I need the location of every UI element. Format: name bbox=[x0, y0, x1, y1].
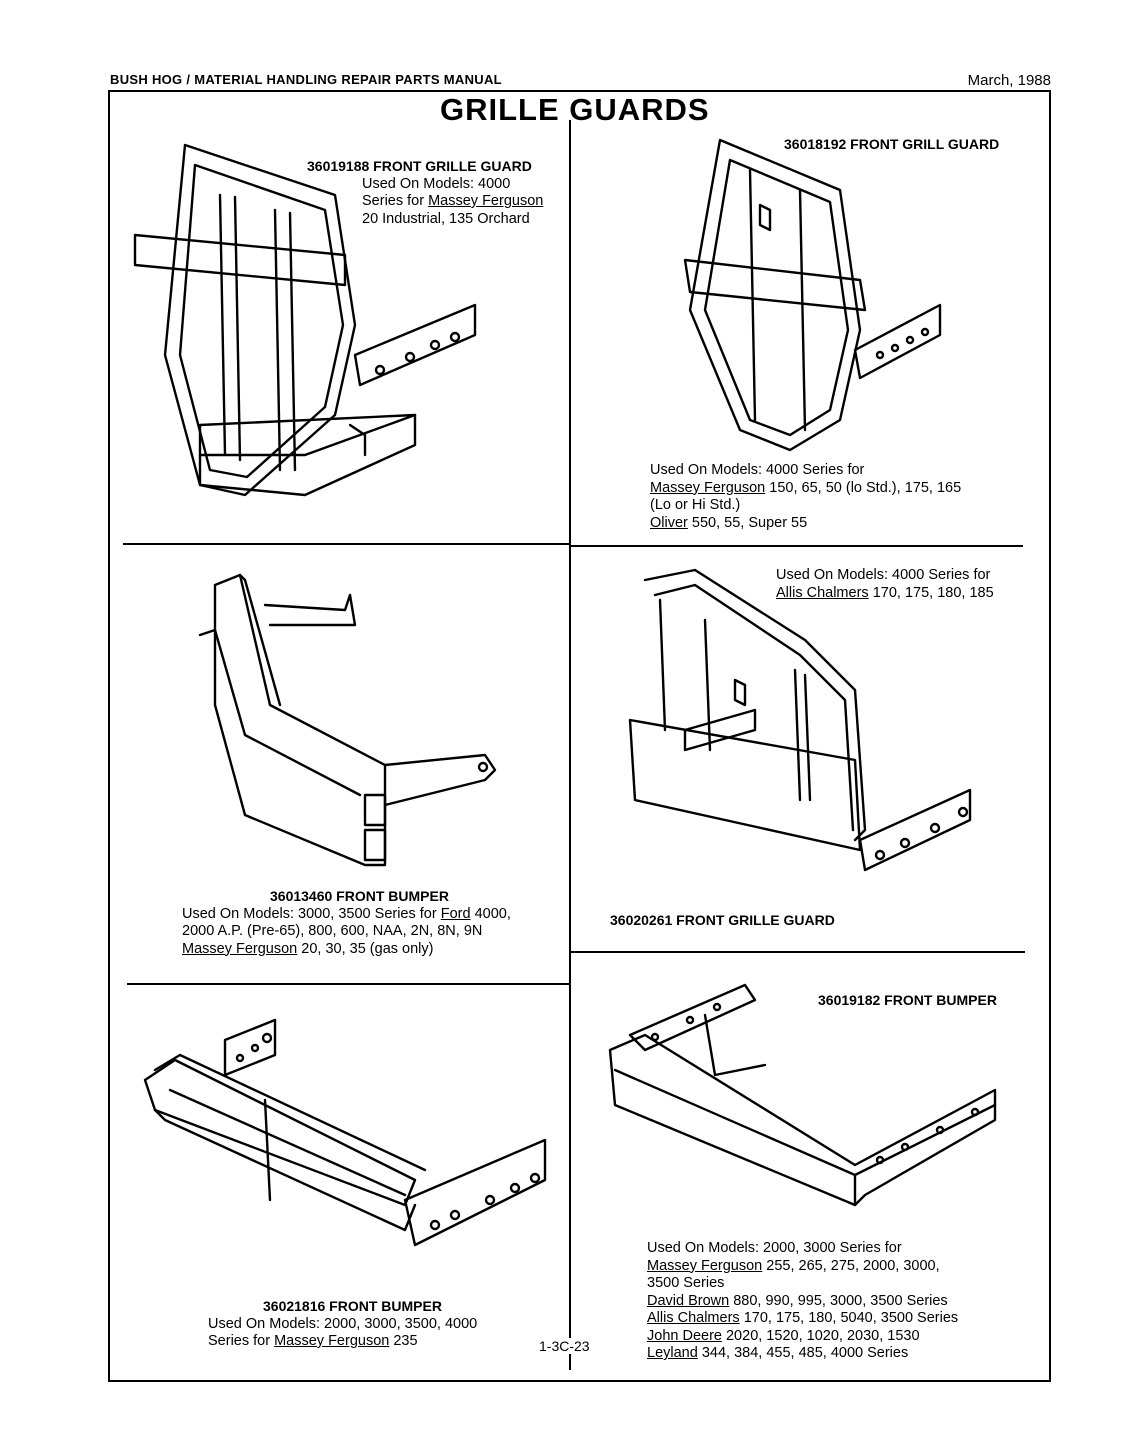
caption-36018192: 36018192 FRONT GRILL GUARD bbox=[784, 136, 999, 154]
caption-36020261-models: Used On Models: 4000 Series for Allis Ch… bbox=[776, 567, 994, 602]
caption-line: Massey Ferguson 150, 65, 50 (lo Std.), 1… bbox=[650, 479, 962, 496]
caption-line: Used On Models: 4000 Series for bbox=[776, 567, 991, 583]
drawing-36013460-front-bumper bbox=[185, 565, 515, 875]
drawing-36019188-grille-guard bbox=[125, 125, 505, 515]
caption-line: 2000 A.P. (Pre-65), 800, 600, NAA, 2N, 8… bbox=[182, 923, 483, 939]
caption-line: 3500 Series bbox=[647, 1275, 725, 1291]
caption-line: 20 Industrial, 135 Orchard bbox=[362, 210, 530, 227]
manual-date: March, 1988 bbox=[967, 72, 1051, 89]
caption-line: Used On Models: 2000, 3000, 3500, 4000 bbox=[208, 1315, 478, 1332]
caption-line: Allis Chalmers 170, 175, 180, 5040, 3500… bbox=[647, 1310, 959, 1326]
drawing-36020261-grille-guard bbox=[625, 560, 980, 900]
caption-line: Used On Models: 4000 Series for bbox=[650, 462, 865, 478]
divider-row2-left bbox=[127, 983, 569, 985]
caption-line: Massey Ferguson 255, 265, 275, 2000, 300… bbox=[647, 1257, 940, 1274]
part-number: 36019182 FRONT BUMPER bbox=[818, 992, 997, 1008]
frame-left-rule bbox=[108, 90, 110, 1382]
frame-right-rule bbox=[1049, 90, 1051, 1382]
caption-line: Oliver 550, 55, Super 55 bbox=[650, 514, 808, 531]
caption-36020261: 36020261 FRONT GRILLE GUARD bbox=[610, 912, 835, 930]
caption-36021816: 36021816 FRONT BUMPER Used On Models: 20… bbox=[208, 1298, 477, 1351]
caption-line: Allis Chalmers 170, 175, 180, 185 bbox=[776, 584, 994, 601]
page-title: GRILLE GUARDS bbox=[440, 92, 710, 127]
caption-line: Leyland 344, 384, 455, 485, 4000 Series bbox=[647, 1345, 909, 1361]
caption-36019188: 36019188 FRONT GRILLE GUARD Used On Mode… bbox=[307, 158, 543, 228]
caption-line: Used On Models: 3000, 3500 Series for Fo… bbox=[182, 905, 511, 922]
manual-title: BUSH HOG / MATERIAL HANDLING REPAIR PART… bbox=[110, 72, 502, 87]
part-number: 36020261 FRONT GRILLE GUARD bbox=[610, 912, 835, 928]
caption-36013460: 36013460 FRONT BUMPER Used On Models: 30… bbox=[182, 888, 511, 958]
caption-line: John Deere 2020, 1520, 1020, 2030, 1530 bbox=[647, 1327, 920, 1344]
divider-row2-right bbox=[571, 951, 1025, 953]
caption-36018192-models: Used On Models: 4000 Series for Massey F… bbox=[650, 462, 961, 532]
caption-line: (Lo or Hi Std.) bbox=[650, 497, 741, 513]
caption-line: David Brown 880, 990, 995, 3000, 3500 Se… bbox=[647, 1292, 948, 1309]
frame-bottom-rule bbox=[108, 1380, 1051, 1382]
caption-line: Series for Massey Ferguson bbox=[362, 193, 544, 209]
part-number: 36018192 FRONT GRILL GUARD bbox=[784, 136, 1000, 152]
page-number: 1-3C-23 bbox=[537, 1338, 592, 1354]
part-number: 36021816 FRONT BUMPER bbox=[263, 1298, 442, 1314]
part-number: 36013460 FRONT BUMPER bbox=[270, 888, 449, 904]
caption-line: Used On Models: 2000, 3000 Series for bbox=[647, 1240, 902, 1256]
drawing-36019182-front-bumper bbox=[605, 975, 1005, 1230]
divider-row1-right bbox=[571, 545, 1023, 547]
divider-row1-left bbox=[123, 543, 569, 545]
caption-36019182-models: Used On Models: 2000, 3000 Series for Ma… bbox=[647, 1240, 958, 1363]
caption-line: Series for Massey Ferguson 235 bbox=[208, 1333, 418, 1349]
frame-top-rule bbox=[108, 90, 1051, 92]
center-divider bbox=[569, 120, 571, 1370]
part-number: 36019188 FRONT GRILLE GUARD bbox=[307, 158, 532, 174]
caption-36019182: 36019182 FRONT BUMPER bbox=[818, 992, 997, 1010]
drawing-36021816-front-bumper bbox=[135, 1000, 555, 1280]
caption-line: Used On Models: 4000 bbox=[362, 175, 511, 192]
caption-line: Massey Ferguson 20, 30, 35 (gas only) bbox=[182, 940, 434, 957]
drawing-36018192-grill-guard bbox=[670, 130, 970, 460]
